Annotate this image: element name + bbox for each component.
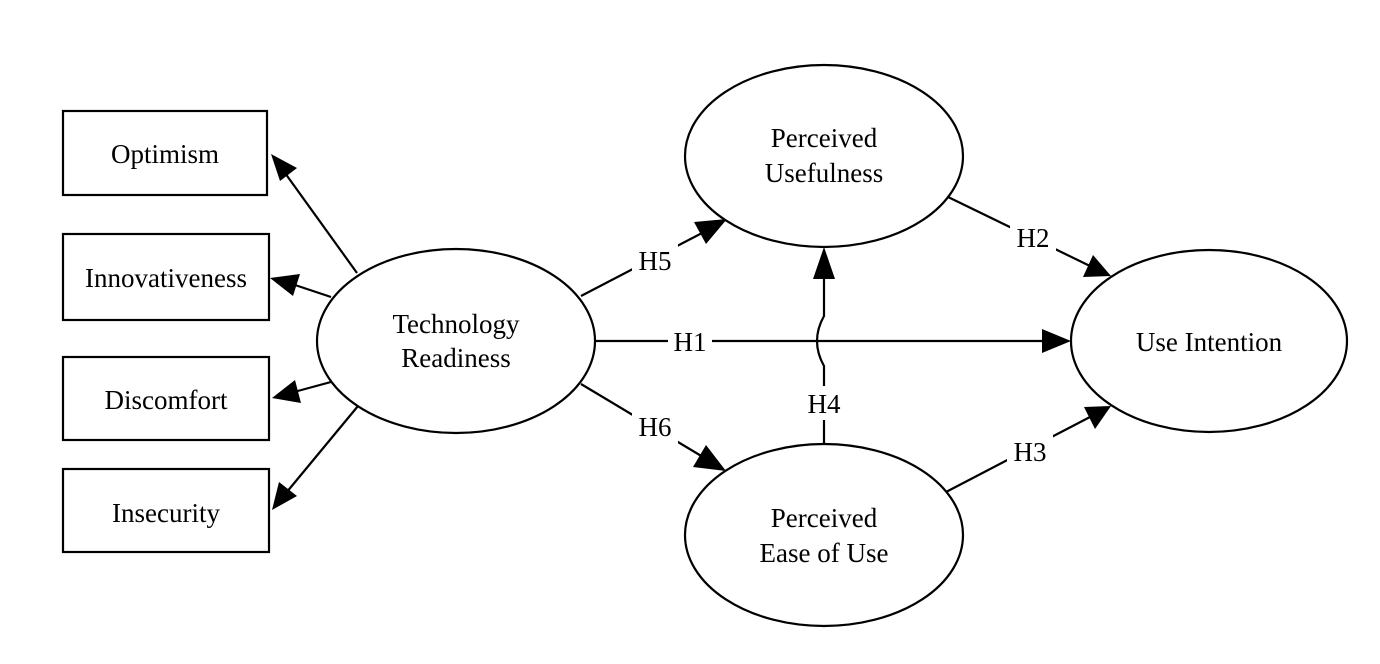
arrowhead: [272, 380, 301, 403]
edge-tr-to-optimism: [271, 154, 358, 274]
node-insecurity: Insecurity: [61, 467, 271, 554]
edge-h4: H4: [800, 247, 848, 443]
arrowhead: [272, 482, 297, 510]
arrowhead: [693, 445, 726, 471]
edge-h1: H1: [595, 325, 1071, 357]
arrowhead: [813, 247, 835, 279]
node-technology-readiness-line2: Readiness: [401, 343, 510, 373]
node-perceived-usefulness: Perceived Usefulness: [683, 63, 965, 249]
arrowhead: [270, 274, 300, 296]
arrowhead: [1084, 406, 1111, 429]
edge-h6: H6: [580, 383, 726, 471]
node-insecurity-label: Insecurity: [112, 498, 220, 528]
arrowhead: [1042, 329, 1071, 353]
node-discomfort: Discomfort: [61, 355, 271, 442]
edge-h3: H3: [945, 406, 1111, 493]
node-use-intention: Use Intention: [1069, 248, 1349, 434]
arrowhead: [1083, 255, 1111, 277]
edge-tr-to-innovativeness: [270, 274, 332, 299]
node-perceived-usefulness-line1: Perceived: [771, 123, 878, 153]
node-perceived-ease-of-use-line1: Perceived: [771, 503, 878, 533]
edge-label-h2: H2: [1017, 223, 1050, 253]
node-innovativeness-label: Innovativeness: [85, 263, 247, 293]
arrowhead: [694, 219, 727, 244]
node-perceived-ease-of-use-line2: Ease of Use: [760, 538, 889, 568]
node-technology-readiness: Technology Readiness: [315, 247, 597, 435]
edge-tr-to-insecurity: [272, 405, 359, 510]
node-perceived-ease-of-use: Perceived Ease of Use: [683, 442, 965, 628]
edge-tr-to-discomfort: [272, 380, 332, 403]
edge-label-h3: H3: [1014, 437, 1047, 467]
edge-h5: H5: [580, 219, 727, 297]
node-use-intention-label: Use Intention: [1136, 327, 1283, 357]
edge-h2: H2: [945, 195, 1111, 277]
edge-label-h1: H1: [674, 327, 707, 357]
arrowhead: [271, 154, 297, 181]
node-discomfort-label: Discomfort: [105, 385, 228, 415]
edge-label-h6: H6: [639, 412, 672, 442]
node-perceived-usefulness-line2: Usefulness: [765, 158, 883, 188]
edge-label-h4: H4: [808, 389, 841, 419]
node-optimism: Optimism: [61, 109, 269, 197]
edge-label-h5: H5: [639, 246, 672, 276]
node-innovativeness: Innovativeness: [61, 232, 271, 322]
node-technology-readiness-line1: Technology: [392, 309, 520, 339]
node-optimism-label: Optimism: [111, 139, 219, 169]
